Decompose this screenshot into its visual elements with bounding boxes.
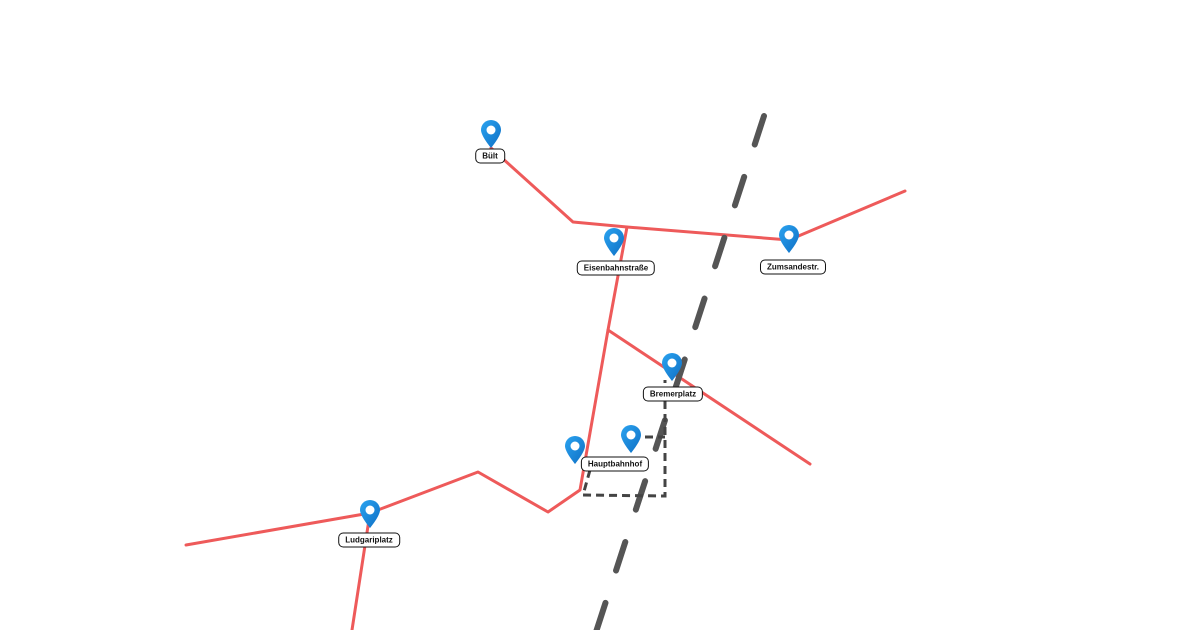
route-line-southwest <box>184 225 629 547</box>
stop-label-eisenbahnstrasse[interactable]: Eisenbahnstraße <box>576 260 656 276</box>
map-pin-icon[interactable] <box>621 425 641 453</box>
stop-label-buelt[interactable]: Bült <box>475 148 505 164</box>
map-pin-icon[interactable] <box>779 225 799 253</box>
route-line-north <box>489 146 907 242</box>
stop-label-hauptbahnhof[interactable]: Hauptbahnhof <box>580 456 650 472</box>
route-line-southeast <box>606 328 812 466</box>
map-pin-icon[interactable] <box>481 120 501 148</box>
route-line-south <box>350 511 372 630</box>
stop-label-ludgariplatz[interactable]: Ludgariplatz <box>338 532 400 548</box>
stop-label-bremerplatz[interactable]: Bremerplatz <box>642 386 704 402</box>
railway-line <box>593 113 767 630</box>
map-pin-icon[interactable] <box>360 500 380 528</box>
footpath-dashed <box>581 380 667 498</box>
stop-label-zumsandestr[interactable]: Zumsandestr. <box>759 259 827 275</box>
